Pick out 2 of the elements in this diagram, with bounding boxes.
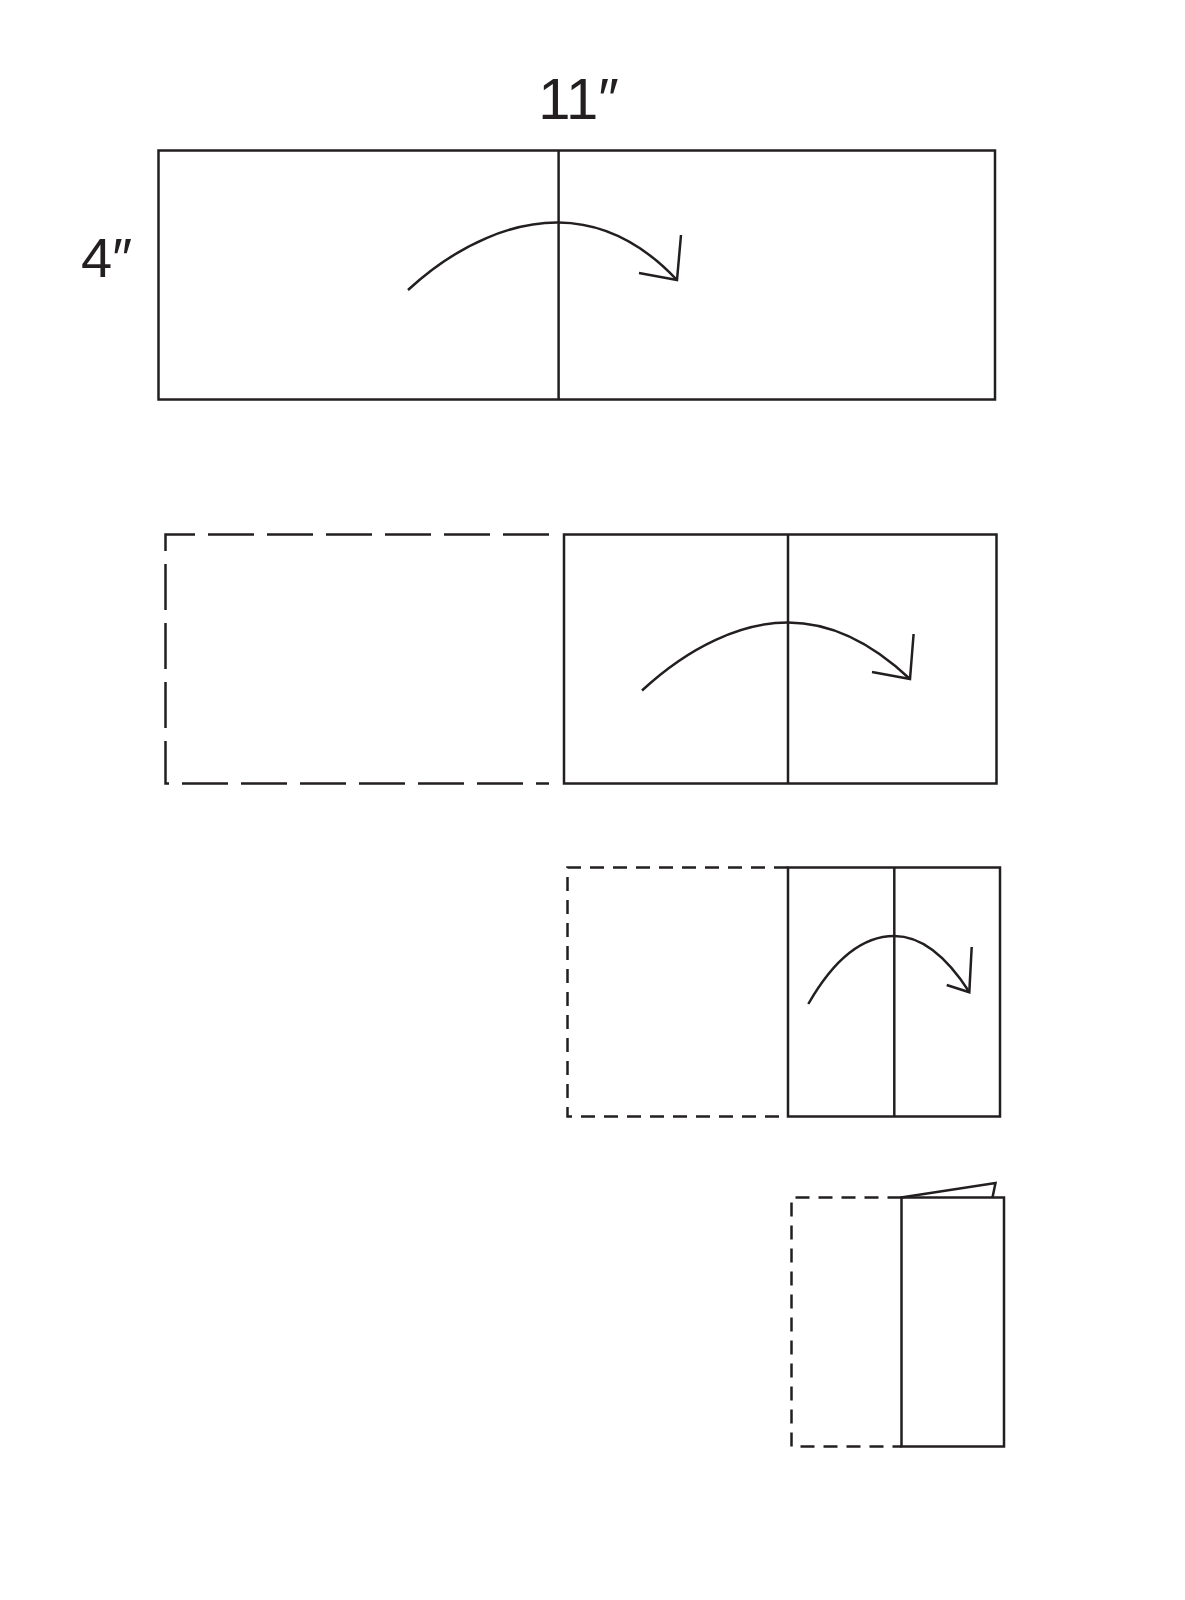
dimension-label: 4″ [81, 230, 132, 287]
dimension-label: 11″ [538, 70, 619, 129]
